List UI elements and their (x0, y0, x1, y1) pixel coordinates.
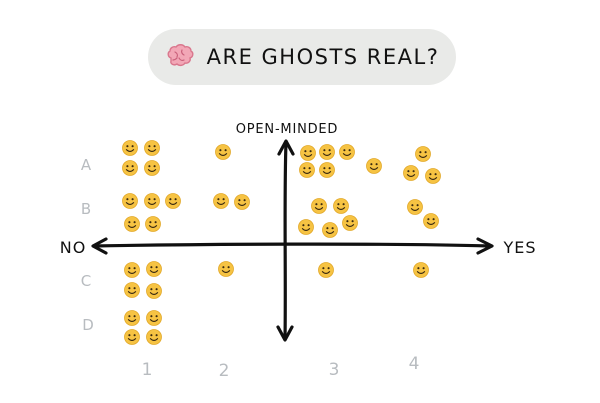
col-label-1: 1 (142, 360, 153, 380)
smiley-face-icon (299, 162, 315, 178)
x-axis-left-label: NO (60, 238, 87, 257)
smiley-face-icon (425, 168, 441, 184)
x-axis-left-arrowhead (91, 237, 108, 255)
col-label-2: 2 (219, 361, 230, 381)
x-axis-right-arrowhead (476, 237, 494, 255)
row-label-c: C (81, 272, 91, 290)
smiley-face-icon (318, 262, 334, 278)
smiley-face-icon (165, 193, 181, 209)
y-axis-bottom-arrowhead (276, 325, 294, 342)
smiley-face-icon (333, 198, 349, 214)
smiley-face-icon (124, 262, 140, 278)
col-label-3: 3 (329, 360, 340, 380)
smiley-face-icon (122, 140, 138, 156)
smiley-face-icon (366, 158, 382, 174)
smiley-face-icon (407, 199, 423, 215)
smiley-face-icon (319, 144, 335, 160)
x-axis-right-label: YES (502, 238, 536, 257)
smiley-face-icon (403, 165, 419, 181)
smiley-face-icon (319, 162, 335, 178)
smiley-face-icon (122, 160, 138, 176)
y-axis (283, 140, 288, 341)
smiley-face-icon (146, 310, 162, 326)
smiley-face-icon (146, 329, 162, 345)
brain-icon (167, 44, 194, 67)
row-label-b: B (81, 200, 91, 218)
axes (91, 139, 494, 342)
smiley-face-icon (146, 283, 162, 299)
y-axis-top-label: OPEN-MINDED (236, 122, 339, 137)
y-axis-top-arrowhead (277, 139, 295, 156)
smiley-face-icon (234, 194, 250, 210)
smiley-face-icon (415, 146, 431, 162)
smiley-face-icon (124, 216, 140, 232)
smiley-face-icon (144, 140, 160, 156)
smiley-face-icon (298, 219, 314, 235)
title-text: ARE GHOSTS REAL? (206, 45, 440, 69)
smiley-face-icon (124, 282, 140, 298)
smiley-face-icon (413, 262, 429, 278)
smiley-face-icon (300, 145, 316, 161)
smiley-face-icon (213, 193, 229, 209)
x-axis (92, 242, 492, 248)
smiley-face-icon (311, 198, 327, 214)
smiley-face-icon (144, 193, 160, 209)
smiley-faces (122, 140, 441, 345)
row-label-a: A (81, 156, 92, 174)
smiley-face-icon (339, 144, 355, 160)
smiley-face-icon (423, 213, 439, 229)
smiley-face-icon (218, 261, 234, 277)
smiley-face-icon (124, 329, 140, 345)
title-pill: ARE GHOSTS REAL? (148, 29, 456, 85)
smiley-face-icon (124, 310, 140, 326)
row-label-d: D (82, 316, 94, 334)
smiley-face-icon (146, 261, 162, 277)
smiley-face-icon (322, 222, 338, 238)
col-label-4: 4 (409, 354, 420, 374)
smiley-face-icon (144, 160, 160, 176)
smiley-face-icon (145, 216, 161, 232)
smiley-face-icon (215, 144, 231, 160)
smiley-face-icon (122, 193, 138, 209)
smiley-face-icon (342, 215, 358, 231)
